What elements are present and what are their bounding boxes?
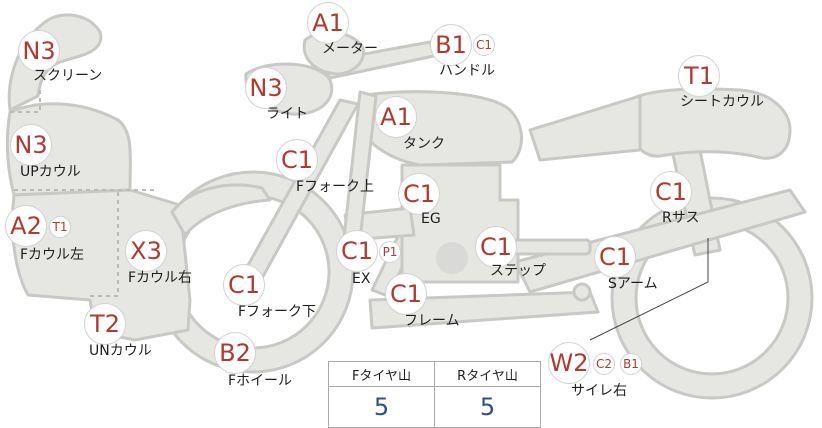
part-label-tank: タンク (403, 136, 445, 152)
part-label-step: ステップ (490, 263, 546, 279)
damage-badge-small: P1 (379, 241, 401, 263)
part-label-f-fork-lower: Fフォーク下 (238, 304, 317, 320)
part-label-seat-cowl: シートカウル (680, 94, 764, 110)
part-label-frame: フレーム (404, 313, 460, 329)
part-label-f-wheel: Fホイール (228, 373, 293, 389)
part-label-eg: EG (421, 211, 441, 227)
damage-badge: C1 (276, 139, 318, 181)
tire-tread-table: Fタイヤ山 Rタイヤ山 5 5 (328, 361, 541, 428)
rear-tire-header: Rタイヤ山 (434, 361, 541, 387)
damage-badge: B1 (430, 24, 472, 66)
damage-badge: T1 (678, 55, 720, 97)
part-label-up-cowl: UPカウル (20, 164, 81, 180)
part-label-handle: ハンドル (439, 63, 495, 79)
damage-badge: A1 (307, 2, 349, 44)
damage-badge-small: B1 (620, 353, 642, 375)
part-label-screen: スクリーン (33, 68, 103, 84)
damage-badge: C1 (594, 236, 636, 278)
damage-badge: C1 (650, 171, 692, 213)
damage-badge: X3 (125, 230, 167, 272)
part-label-r-sus: Rサス (662, 210, 700, 226)
damage-badge: B2 (214, 332, 256, 374)
part-label-f-cowl-right: Fカウル右 (128, 270, 193, 286)
damage-badge: C1 (223, 264, 265, 306)
damage-badge-small: T1 (49, 216, 71, 238)
damage-badge: W2 (548, 342, 590, 384)
damage-badge: T2 (84, 303, 126, 345)
part-label-light: ライト (266, 106, 308, 122)
damage-badge-small: C2 (593, 353, 615, 375)
damage-badge: C1 (385, 273, 427, 315)
damage-badge: C1 (475, 226, 517, 268)
damage-badge: N3 (10, 124, 52, 166)
part-label-ex: EX (352, 271, 371, 287)
part-label-un-cowl: UNカウル (89, 343, 152, 359)
damage-badge: A1 (375, 96, 417, 138)
part-label-f-cowl-left: Fカウル左 (20, 247, 85, 263)
damage-badge: C1 (398, 173, 440, 215)
rear-tire-value: 5 (434, 386, 541, 428)
part-label-silencer-right: サイレ右 (571, 383, 627, 399)
damage-badge: N3 (245, 67, 287, 109)
damage-badge-small: C1 (473, 34, 495, 56)
damage-badge: A2 (5, 205, 47, 247)
part-label-f-fork-upper: Fフォーク上 (296, 179, 375, 195)
part-label-meter: メーター (322, 41, 378, 57)
damage-badge: C1 (336, 230, 378, 272)
damage-badge: N3 (18, 30, 60, 72)
front-tire-header: Fタイヤ山 (328, 361, 435, 387)
part-label-s-arm: Sアーム (608, 276, 658, 292)
front-tire-value: 5 (328, 386, 435, 428)
